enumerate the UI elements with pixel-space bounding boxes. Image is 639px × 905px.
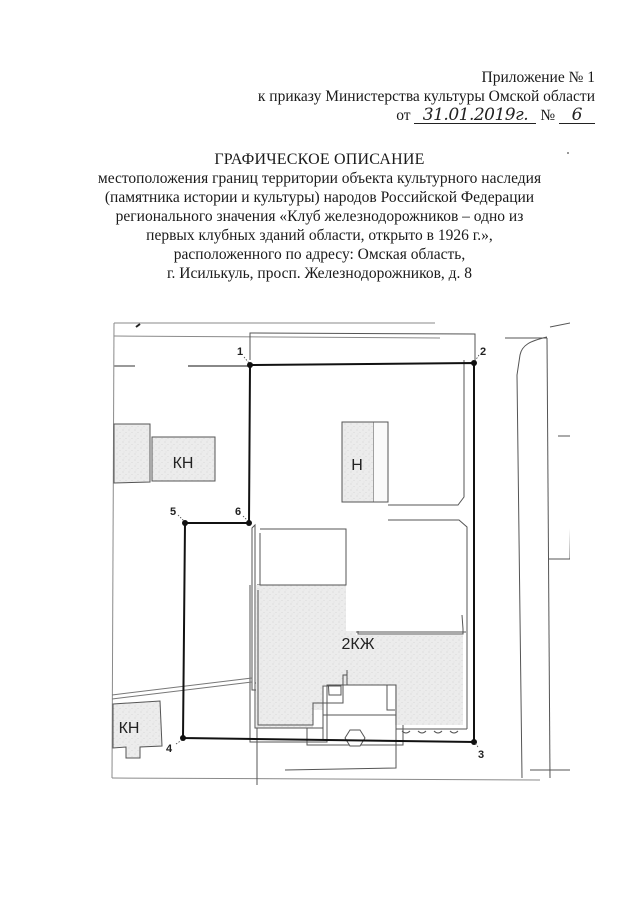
handwritten-number: 6	[559, 107, 595, 124]
appendix-number: Приложение № 1	[481, 69, 595, 86]
title-line: первых клубных зданий области, открыто в…	[146, 227, 493, 244]
boundary-label-3: 3	[478, 749, 484, 761]
boundary-points	[180, 360, 477, 745]
building-kn-top-left-part	[113, 423, 151, 484]
boundary-label-2: 2	[480, 346, 486, 358]
building-kn-top	[151, 436, 216, 482]
title-line: расположенного по адресу: Омская область…	[173, 246, 466, 263]
street-outline	[505, 320, 581, 779]
scallop-marks	[401, 730, 459, 734]
building-kn-bottom-label: КН	[119, 720, 140, 737]
order-date-line: от 31.01.2019г. № 6	[258, 106, 595, 125]
from-label: от	[396, 107, 411, 124]
title-line: регионального значения «Клуб железнодоро…	[115, 208, 524, 225]
order-reference: к приказу Министерства культуры Омской о…	[257, 88, 595, 105]
main-building-fill	[256, 585, 463, 728]
boundary-point-4	[180, 735, 186, 741]
boundary-point-2	[471, 360, 477, 366]
boundary-label-5: 5	[170, 506, 176, 518]
title-heading: ГРАФИЧЕСКОЕ ОПИСАНИЕ	[214, 151, 425, 168]
building-kn-bottom	[112, 700, 163, 759]
boundary-label-6: 6	[235, 506, 241, 518]
building-n-label: Н	[351, 457, 363, 474]
appendix-header: Приложение № 1 к приказу Министерства ку…	[258, 68, 595, 125]
building-kn-top-label: КН	[173, 455, 194, 472]
title-line: (памятника истории и культуры) народов Р…	[104, 189, 535, 206]
hexagon-feature	[344, 729, 366, 747]
boundary-label-4: 4	[166, 743, 173, 755]
building-n-annex	[374, 421, 389, 503]
boundary-point-1	[247, 362, 253, 368]
boundary-label-1: 1	[237, 346, 243, 358]
document-title: ГРАФИЧЕСКОЕ ОПИСАНИЕ местоположения гран…	[0, 150, 639, 283]
handwritten-date: 31.01.2019г.	[414, 107, 537, 124]
map-frame	[111, 322, 541, 781]
scan-speck	[567, 152, 569, 154]
boundary-leaders	[175, 354, 480, 748]
title-line: местоположения границ территории объекта…	[97, 170, 542, 187]
number-label: №	[540, 107, 556, 124]
street-strip	[548, 435, 577, 560]
title-line: г. Исилькуль, просп. Железнодорожников, …	[166, 265, 473, 282]
road-line	[111, 677, 253, 700]
building-n	[341, 421, 375, 503]
boundary-point-5	[182, 520, 188, 526]
lower-annex	[284, 714, 397, 771]
main-building-label: 2КЖ	[342, 636, 375, 653]
site-plan: Н КН 2КЖ	[110, 315, 581, 838]
boundary-point-6	[246, 520, 252, 526]
